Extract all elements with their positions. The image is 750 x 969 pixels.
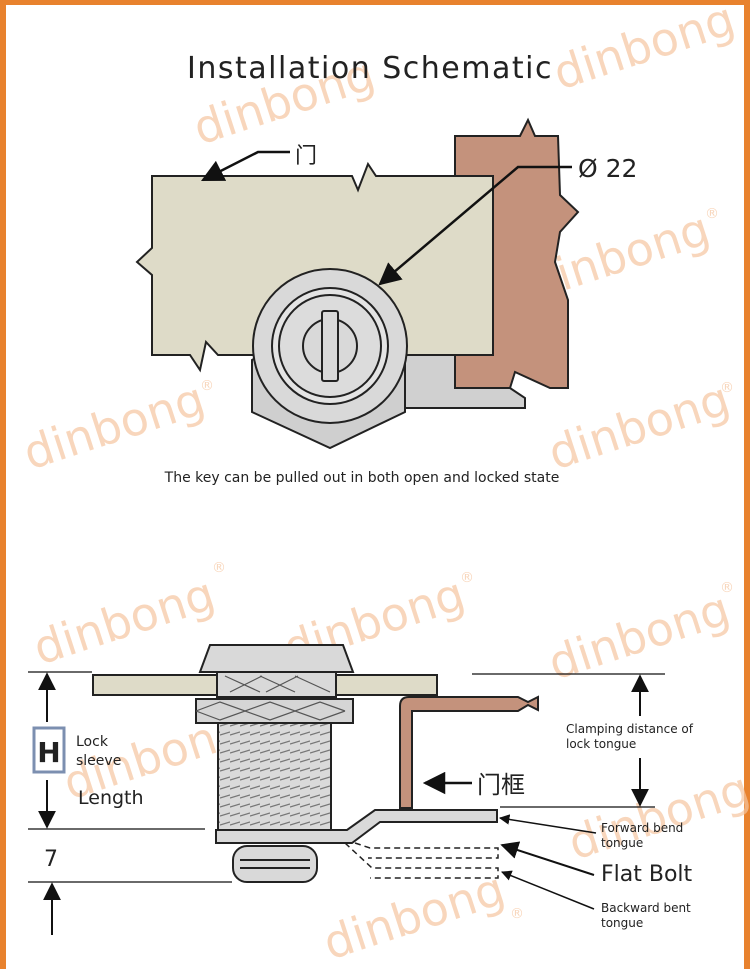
watermark: dinbong [547, 0, 741, 100]
lock-cap [198, 644, 355, 673]
nut-upper [216, 671, 337, 698]
screw-head [232, 845, 318, 883]
h-letter: H [37, 736, 60, 769]
sleeve-label: sleeve [76, 753, 121, 769]
door-arrow [200, 150, 290, 182]
length-label: Length [78, 787, 144, 809]
watermark-registered: ® [460, 570, 474, 586]
watermark: dinbong [317, 861, 511, 969]
keyhole-slot [321, 310, 339, 382]
seven-label: 7 [44, 847, 58, 872]
door-label: 门 [295, 144, 317, 169]
watermark-registered: ® [212, 560, 226, 576]
clamping-label-line1: Clamping distance of [566, 722, 694, 736]
watermark-registered: ® [720, 380, 734, 396]
diameter-label: Ø 22 [578, 154, 637, 183]
forward-bend-dashed [354, 842, 499, 859]
threaded-shaft [217, 722, 332, 831]
lock-label: Lock [76, 734, 109, 750]
frame-bracket [399, 695, 539, 809]
watermark: dinbong [17, 371, 211, 480]
watermark-registered: ® [720, 580, 734, 596]
nut-hex-texture [195, 701, 346, 721]
nut-hex [195, 698, 354, 724]
lock-bracket [404, 349, 526, 409]
clamping-label-line2: lock tongue [566, 737, 636, 751]
watermark-registered: ® [200, 378, 214, 394]
diameter-arrow [378, 165, 572, 286]
flat-bolt-label: Flat Bolt [601, 862, 693, 887]
watermark-registered: ® [510, 906, 524, 922]
backward-bend-pointer [501, 870, 595, 910]
screw-slot [240, 859, 310, 869]
backward-bend-label-line1: Backward bent [601, 901, 691, 915]
forward-bend-pointer [498, 814, 597, 834]
watermark: dinbong [562, 761, 750, 870]
h-box [32, 726, 66, 774]
nut-texture [224, 675, 331, 693]
watermark: dinbong [542, 371, 736, 480]
flat-bolt-pointer [500, 841, 595, 876]
forward-bend-label-line1: Forward bend [601, 821, 683, 835]
watermark-registered: ® [705, 206, 719, 222]
caption: The key can be pulled out in both open a… [164, 470, 560, 486]
watermark: dinbong [27, 566, 221, 675]
door-panel [135, 161, 494, 373]
backward-bend-label-line2: tongue [601, 916, 643, 930]
forward-bend-label-line2: tongue [601, 836, 643, 850]
backward-bend-dashed [344, 842, 499, 879]
frame-label: 门框 [477, 771, 525, 799]
flat-bolt-tongue [215, 809, 498, 844]
page-title: Installation Schematic [187, 51, 553, 86]
